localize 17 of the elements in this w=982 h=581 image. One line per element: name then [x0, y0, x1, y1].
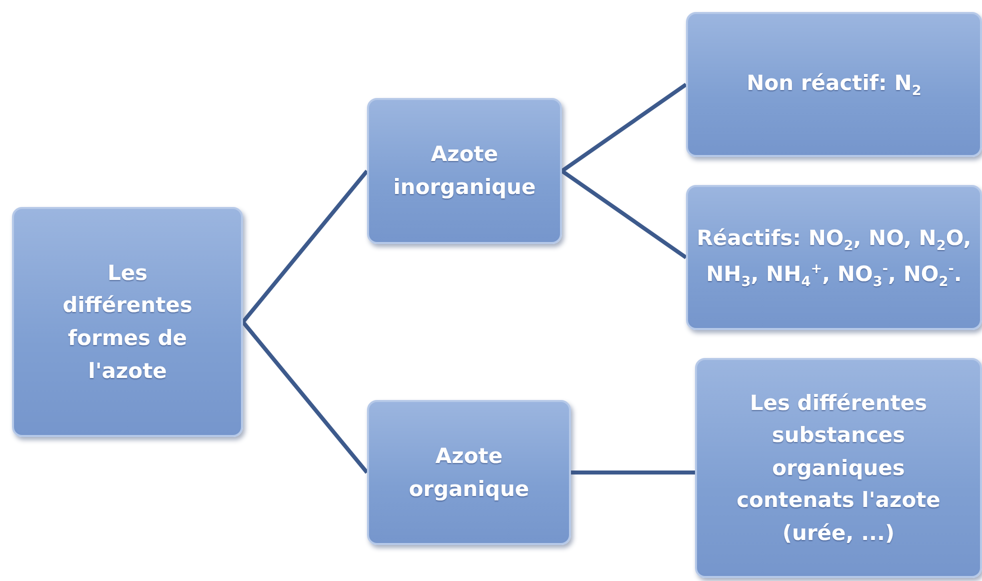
box-label: Réactifs: NO$_{2}$, NO, N$_{2}$O, NH$_{3}$, NH$_{4}$$^{+}$, NO$_{3}$$^{-}$, NO$_{2}$$^{-}$.	[696, 225, 972, 292]
box-label: Non réactif: N$_{2}$	[746, 70, 922, 102]
topic-box	[12, 207, 243, 437]
connector-line	[571, 470, 695, 474]
connector-line	[241, 170, 369, 324]
topic-box	[686, 185, 982, 330]
connector-line	[241, 320, 369, 474]
topic-box	[686, 12, 982, 157]
topic-box	[695, 358, 982, 578]
connector-line	[560, 169, 688, 260]
box-label: Azote inorganique	[392, 141, 537, 201]
topic-box	[367, 98, 562, 244]
box-label: Les différentes substances organiques contenats l'azote (urée, ...)	[736, 390, 942, 547]
connector-line	[560, 82, 688, 173]
topic-box	[367, 400, 571, 545]
box-label: Les différentes formes de l'azote	[62, 260, 194, 385]
box-label: Azote organique	[408, 442, 530, 502]
